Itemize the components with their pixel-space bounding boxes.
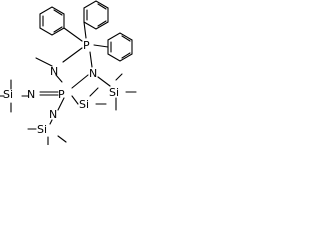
atom-n-ring-right: N — [89, 67, 97, 80]
phenyl-ring-right — [83, 0, 109, 30]
si-right-methyls — [115, 73, 137, 111]
si-mid-methyls — [89, 87, 107, 105]
ring-bonds — [55, 47, 93, 89]
p-n-lower-bond — [57, 97, 65, 111]
p-n-mid-bond — [71, 95, 79, 105]
atom-si-mid: Si — [79, 98, 89, 111]
atom-p-upper: P — [83, 39, 90, 52]
p-n-double-bond — [39, 91, 59, 96]
methyl-bond — [35, 57, 53, 67]
structure-diagram: P N N Si N Si P Si N Si N N — [0, 0, 138, 145]
atom-si-left: Si — [3, 88, 13, 101]
n-si-right-bond — [97, 76, 111, 87]
atom-n-methyl: N — [50, 65, 58, 78]
atom-si-right: Si — [109, 86, 119, 99]
phenyl-ring-lower-right — [107, 32, 133, 62]
si-lower-methyls — [27, 128, 67, 145]
atom-n-lower: N — [49, 108, 57, 121]
phenyl-p-bonds — [63, 21, 109, 48]
si-left-methyls — [0, 79, 12, 113]
n-si-lower-bond — [49, 119, 53, 125]
atom-si-lower: Si — [37, 123, 47, 136]
molecule-drawing: P N N Si N Si P Si N Si N N — [0, 0, 137, 145]
phenyl-ring-left — [39, 6, 65, 36]
atom-p-lower: P — [58, 88, 65, 101]
atom-n-imino: N — [27, 88, 35, 101]
